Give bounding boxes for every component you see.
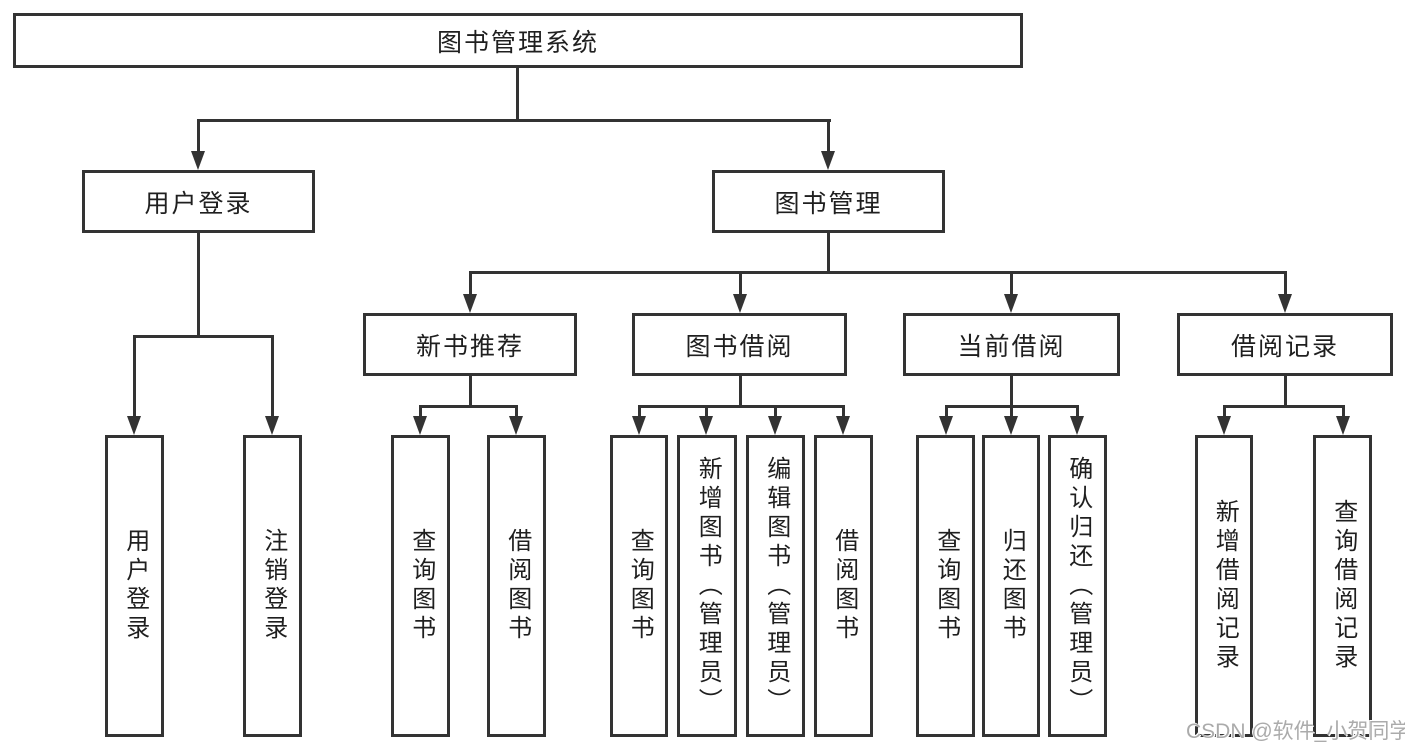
connector-line xyxy=(515,405,518,418)
arrowhead-icon xyxy=(1278,294,1292,313)
connector-line xyxy=(1010,405,1013,418)
leaf-query-books-recommend: 查询图书 xyxy=(391,435,450,737)
node-label: 新书推荐 xyxy=(415,332,524,361)
arrowhead-icon xyxy=(733,294,747,313)
node-label: 借阅记录 xyxy=(1230,332,1339,361)
node-label: 新增借阅记录 xyxy=(1211,499,1239,673)
node-label: 当前借阅 xyxy=(957,332,1066,361)
connector-line xyxy=(1284,376,1287,405)
leaf-confirm-return-admin: 确认归还（管理员） xyxy=(1048,435,1107,737)
connector-line xyxy=(133,335,274,338)
node-label: 图书管理系统 xyxy=(436,28,599,57)
arrowhead-icon xyxy=(632,416,646,435)
node-label: 借阅图书 xyxy=(503,528,531,644)
leaf-return-books: 归还图书 xyxy=(982,435,1040,737)
arrowhead-icon xyxy=(463,294,477,313)
node-label: 新增图书（管理员） xyxy=(694,455,722,717)
node-label: 确认归还（管理员） xyxy=(1064,455,1092,717)
node-label: 查询图书 xyxy=(407,528,435,644)
leaf-add-borrow-record: 新增借阅记录 xyxy=(1195,435,1253,737)
connector-line xyxy=(638,405,844,408)
connector-line xyxy=(469,271,472,296)
leaf-borrow-books-recommend: 借阅图书 xyxy=(487,435,546,737)
node-label: 归还图书 xyxy=(998,528,1026,644)
node-new-book-recommend: 新书推荐 xyxy=(363,313,577,376)
node-label: 用户登录 xyxy=(121,528,149,644)
connector-line xyxy=(1224,405,1344,408)
node-label: 图书管理 xyxy=(774,189,883,218)
arrowhead-icon xyxy=(821,151,835,170)
connector-line xyxy=(1342,405,1345,418)
connector-line xyxy=(705,405,708,418)
connector-line xyxy=(197,233,200,335)
leaf-add-books-admin: 新增图书（管理员） xyxy=(677,435,737,737)
connector-line xyxy=(469,271,1286,274)
node-label: 查询借阅记录 xyxy=(1329,499,1357,673)
arrowhead-icon xyxy=(127,416,141,435)
arrowhead-icon xyxy=(1217,416,1231,435)
arrowhead-icon xyxy=(699,416,713,435)
arrowhead-icon xyxy=(768,416,782,435)
connector-line xyxy=(469,376,472,405)
node-book-management: 图书管理 xyxy=(712,170,945,233)
node-book-borrow: 图书借阅 xyxy=(632,313,847,376)
leaf-query-borrow-record: 查询借阅记录 xyxy=(1313,435,1372,737)
leaf-user-login: 用户登录 xyxy=(105,435,164,737)
node-borrow-records: 借阅记录 xyxy=(1177,313,1393,376)
connector-line xyxy=(774,405,777,418)
arrowhead-icon xyxy=(413,416,427,435)
node-label: 编辑图书（管理员） xyxy=(762,455,790,717)
leaf-borrow-books: 借阅图书 xyxy=(814,435,873,737)
connector-line xyxy=(739,271,742,296)
arrowhead-icon xyxy=(1336,416,1350,435)
connector-line xyxy=(1010,376,1013,405)
arrowhead-icon xyxy=(836,416,850,435)
connector-line xyxy=(197,119,200,153)
node-label: 借阅图书 xyxy=(830,528,858,644)
arrowhead-icon xyxy=(1070,416,1084,435)
connector-line xyxy=(827,233,830,271)
connector-line xyxy=(638,405,641,418)
arrowhead-icon xyxy=(939,416,953,435)
leaf-edit-books-admin: 编辑图书（管理员） xyxy=(746,435,805,737)
node-label: 查询图书 xyxy=(626,528,654,644)
connector-line xyxy=(1223,405,1226,418)
connector-line xyxy=(419,405,518,408)
leaf-query-books-current: 查询图书 xyxy=(916,435,975,737)
connector-line xyxy=(842,405,845,418)
connector-line xyxy=(739,376,742,405)
connector-line xyxy=(1284,271,1287,296)
arrowhead-icon xyxy=(509,416,523,435)
arrowhead-icon xyxy=(1004,416,1018,435)
arrowhead-icon xyxy=(191,151,205,170)
leaf-logout: 注销登录 xyxy=(243,435,302,737)
connector-line xyxy=(133,335,136,418)
connector-line xyxy=(945,405,948,418)
node-user-login: 用户登录 xyxy=(82,170,315,233)
node-label: 用户登录 xyxy=(144,189,253,218)
connector-line xyxy=(419,405,422,418)
connector-line xyxy=(516,68,519,119)
node-label: 注销登录 xyxy=(259,528,287,644)
connector-line xyxy=(1076,405,1079,418)
node-label: 查询图书 xyxy=(932,528,960,644)
watermark-text: CSDN @软件_小贺同学 xyxy=(1186,720,1405,743)
connector-line xyxy=(1010,271,1013,296)
node-current-borrow: 当前借阅 xyxy=(903,313,1120,376)
arrowhead-icon xyxy=(1004,294,1018,313)
connector-line xyxy=(271,335,274,418)
arrowhead-icon xyxy=(265,416,279,435)
leaf-query-books-borrow: 查询图书 xyxy=(610,435,668,737)
node-root-library-system: 图书管理系统 xyxy=(13,13,1023,68)
connector-line xyxy=(197,119,831,122)
node-label: 图书借阅 xyxy=(685,332,794,361)
connector-line xyxy=(827,119,830,153)
